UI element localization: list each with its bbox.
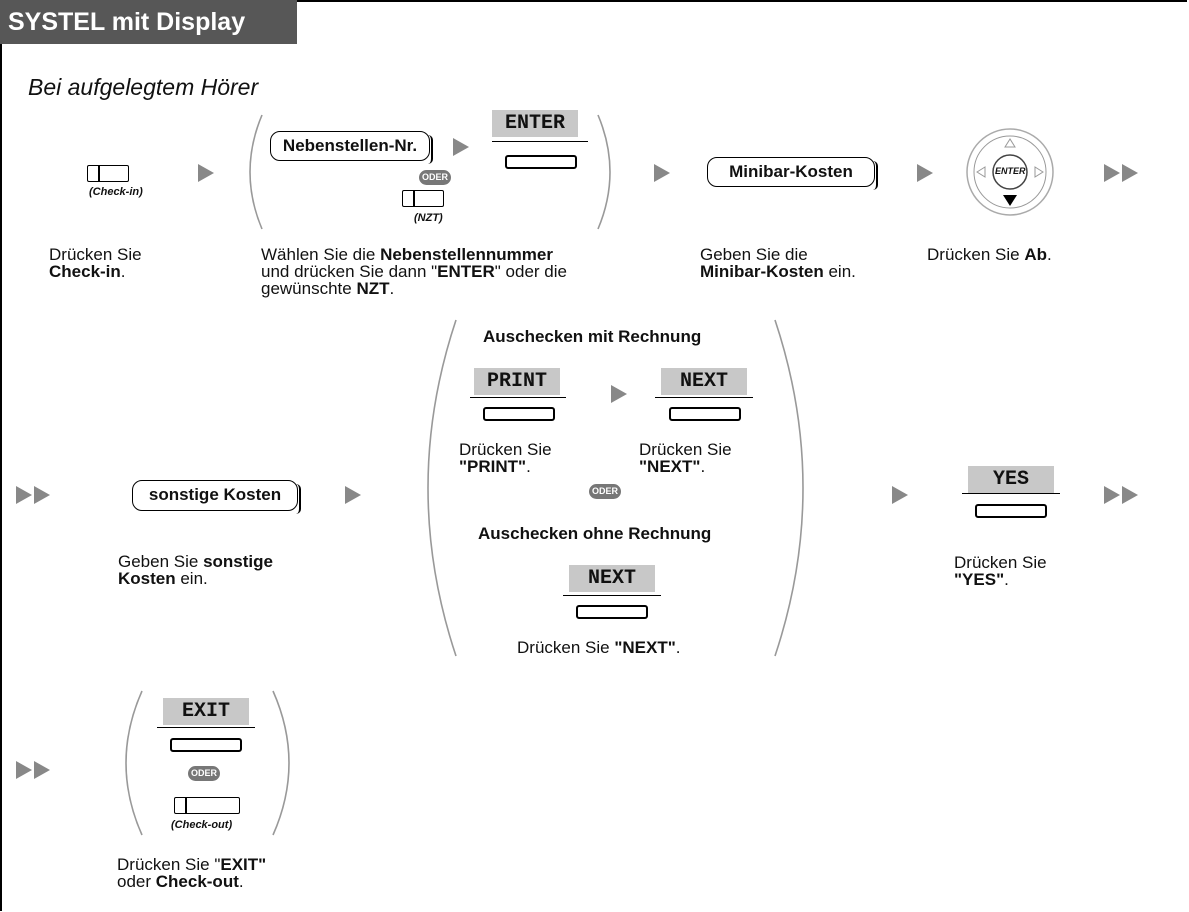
oder-badge: ODER (188, 766, 220, 781)
paren-left-2 (427, 319, 457, 657)
oder-badge: ODER (589, 484, 621, 499)
print-description: Drücken Sie"PRINT". (459, 440, 552, 476)
check-in-key-label: (Check-in) (89, 186, 143, 198)
enter-softkey[interactable]: ENTER (492, 110, 578, 137)
paren-right-1 (597, 114, 611, 230)
paren-left-3 (125, 690, 143, 836)
softkey-underline (563, 595, 661, 596)
softkey-underline (655, 397, 753, 398)
title-tab: SYSTEL mit Display (0, 0, 297, 44)
arrow-icon (345, 486, 361, 504)
double-arrow-icon (16, 486, 32, 504)
arrow-icon (654, 164, 670, 182)
double-arrow-icon (1122, 164, 1138, 182)
nzt-key-label: (NZT) (414, 212, 443, 224)
softkey-underline (157, 727, 255, 728)
next-softkey-button-2[interactable] (576, 605, 648, 619)
check-out-key[interactable] (174, 797, 240, 814)
minibar-cost-pill: Minibar-Kosten (707, 157, 878, 190)
step2-description: Wählen Sie die Nebenstellennummer und dr… (261, 245, 567, 298)
nzt-key[interactable] (402, 190, 444, 207)
check-out-key-label: (Check-out) (171, 819, 233, 831)
arrow-icon (892, 486, 908, 504)
navigator-key-icon (966, 128, 1054, 216)
double-arrow-icon (1104, 164, 1120, 182)
exit-softkey[interactable]: EXIT (163, 698, 249, 725)
arrow-icon (917, 164, 933, 182)
double-arrow-icon (34, 486, 50, 504)
arrow-group (16, 138, 1138, 779)
arrow-icon (198, 164, 214, 182)
step5-description: Geben Sie sonstige Kosten ein. (118, 552, 273, 588)
checkout-with-bill-heading: Auschecken mit Rechnung (483, 327, 702, 346)
step4-description: Drücken Sie Ab. (927, 245, 1052, 264)
enter-softkey-button[interactable] (505, 155, 577, 169)
extension-number-pill: Nebenstellen-Nr. (270, 131, 433, 164)
arrow-icon (453, 138, 469, 156)
step8-description: Drücken Sie "EXIT" oder Check-out. (117, 855, 267, 891)
check-in-key[interactable] (87, 165, 129, 182)
other-cost-pill: sonstige Kosten (132, 480, 301, 514)
double-arrow-icon (1104, 486, 1120, 504)
checkout-without-bill-heading: Auschecken ohne Rechnung (478, 524, 712, 543)
softkey-underline (470, 397, 566, 398)
next2-description: Drücken Sie "NEXT". (517, 638, 681, 657)
arrow-icon (611, 385, 627, 403)
paren-left-1 (249, 114, 263, 230)
yes-softkey-button[interactable] (975, 504, 1047, 518)
softkey-underline (492, 141, 588, 142)
next-softkey-2[interactable]: NEXT (569, 565, 655, 592)
exit-softkey-button[interactable] (170, 738, 242, 752)
oder-badge: ODER (419, 170, 451, 185)
softkey-underline (962, 493, 1060, 494)
yes-softkey[interactable]: YES (968, 466, 1054, 493)
navigator-enter-label: ENTER (995, 166, 1026, 176)
double-arrow-icon (1122, 486, 1138, 504)
next-softkey-button[interactable] (669, 407, 741, 421)
paren-right-2 (774, 319, 804, 657)
next-description: Drücken Sie"NEXT". (639, 440, 732, 476)
step7-description: Drücken Sie"YES". (954, 553, 1047, 589)
subtitle: Bei aufgelegtem Hörer (28, 74, 259, 100)
next-softkey[interactable]: NEXT (661, 368, 747, 395)
paren-right-3 (272, 690, 290, 836)
double-arrow-icon (16, 761, 32, 779)
print-softkey-button[interactable] (483, 407, 555, 421)
print-softkey[interactable]: PRINT (474, 368, 560, 395)
parentheses (125, 114, 804, 836)
double-arrow-icon (34, 761, 50, 779)
